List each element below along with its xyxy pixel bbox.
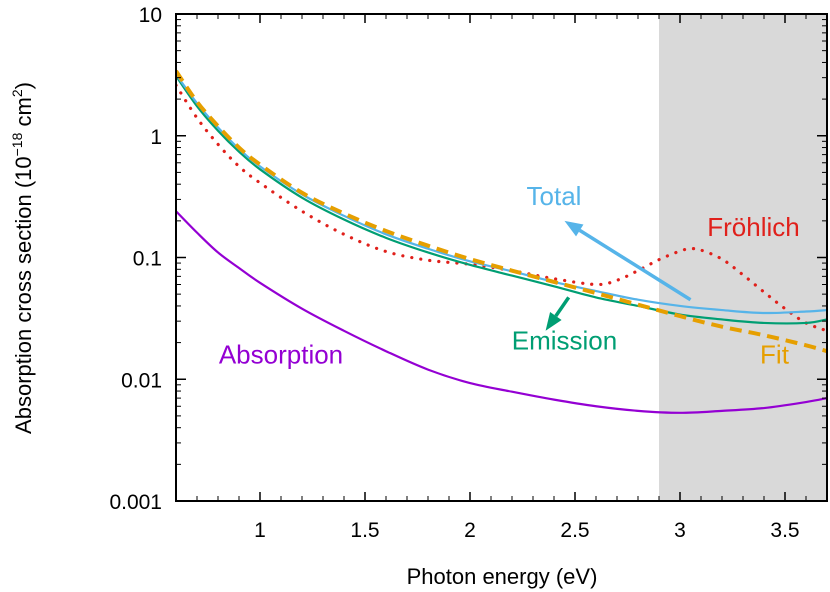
annotation-label-absorption: Absorption <box>219 339 343 369</box>
y-axis-title: Absorption cross section (10−18 cm2) <box>9 82 36 434</box>
annotation-label-total: Total <box>527 181 582 211</box>
y-axis: 0.001 0.01 0.1 1 10 <box>109 4 827 514</box>
x-tick-label: 1.5 <box>350 519 379 542</box>
annotation-arrowhead-total <box>564 220 584 237</box>
series-layer <box>176 69 827 414</box>
y-tick-label: 0.001 <box>109 491 162 514</box>
x-tick-label: 3 <box>674 519 686 542</box>
series-line-emission <box>176 74 827 325</box>
y-tick-label: 1 <box>150 126 162 149</box>
series-line-absorption <box>176 210 827 414</box>
y-axis-title-exp1: −18 <box>9 132 25 156</box>
x-tick-label: 3.5 <box>770 519 799 542</box>
y-axis-title-mid: cm <box>11 97 36 132</box>
y-tick-label: 0.1 <box>133 248 162 271</box>
annotation-label-fit: Fit <box>760 339 790 369</box>
shaded-region-layer <box>659 14 827 501</box>
x-tick-label: 1 <box>254 519 266 542</box>
series-line-fit <box>176 69 827 354</box>
x-axis: 1 1.5 2 2.5 3 3.5 <box>196 14 807 542</box>
y-axis-title-exp2: 2 <box>9 89 25 97</box>
annotation-label-frohlich: Fröhlich <box>707 212 799 242</box>
annotation-arrow-total <box>578 228 692 302</box>
annotation-arrowhead-emission <box>545 312 562 331</box>
y-axis-title-prefix: Absorption cross section (10 <box>11 156 36 434</box>
y-tick-label: 10 <box>139 4 162 27</box>
x-tick-label: 2.5 <box>560 519 589 542</box>
x-axis-title: Photon energy (eV) <box>407 564 598 589</box>
x-tick-label: 2 <box>464 519 476 542</box>
annotation-label-emission: Emission <box>512 326 617 356</box>
shaded-region <box>659 14 827 501</box>
y-tick-label: 0.01 <box>121 369 162 392</box>
y-axis-title-suffix: ) <box>11 82 36 89</box>
annotation-arrow-emission <box>554 296 571 317</box>
